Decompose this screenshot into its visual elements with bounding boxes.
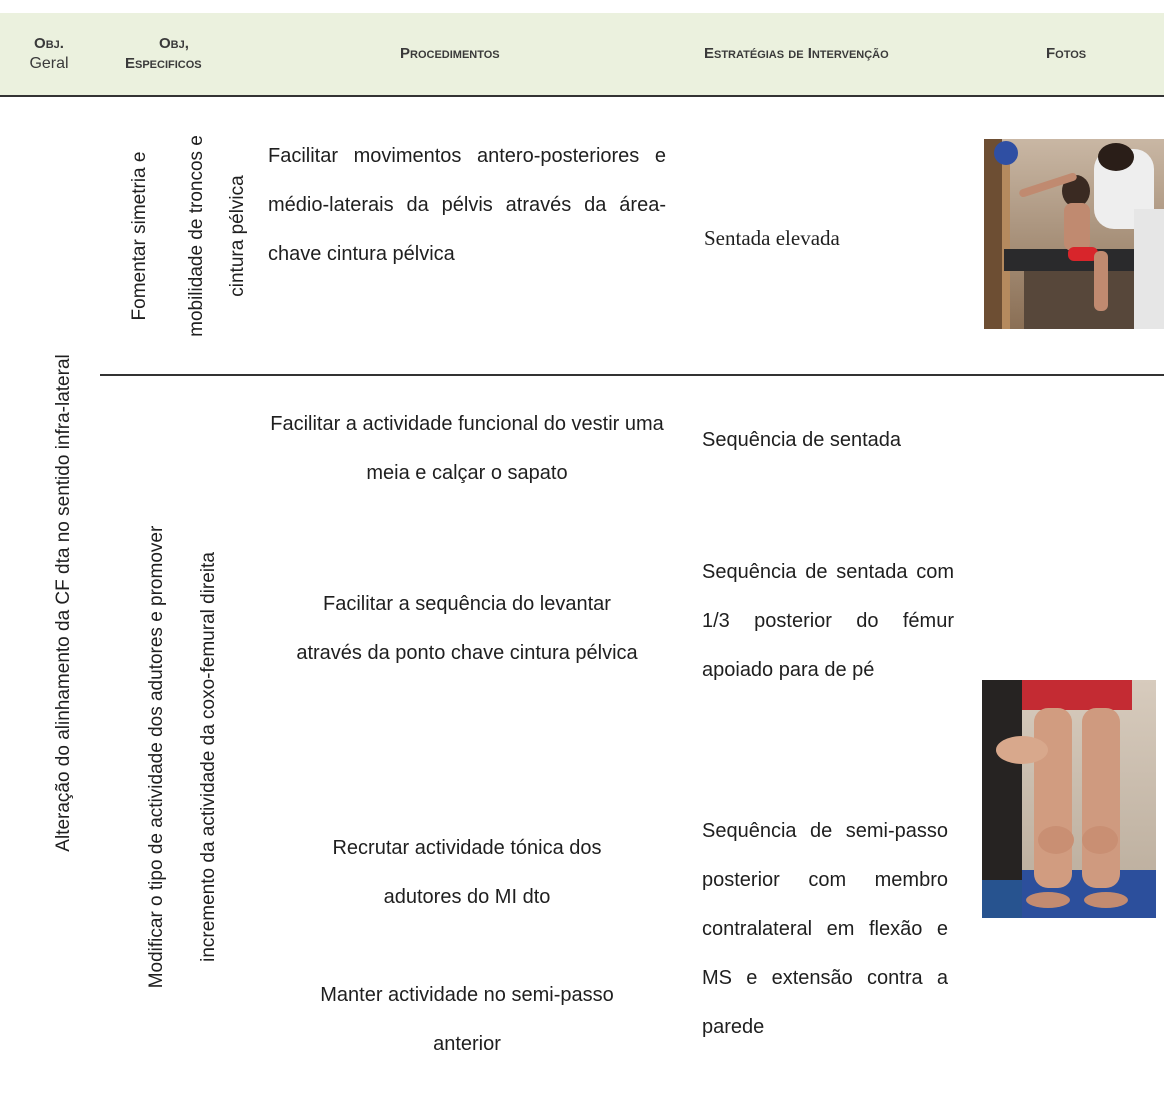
header-obj-geral: Obj. Geral — [14, 13, 84, 95]
header-obj-geral-label: Geral — [29, 55, 69, 72]
obj-geral-text: Alteração do alinhamento da CF dta no se… — [53, 354, 74, 852]
row2-procedimento-1: Facilitar a actividade funcional do vest… — [270, 413, 664, 484]
row2-estrategia-2: Sequência de sentada com 1/3 posterior d… — [702, 561, 954, 681]
row2-procedimento-3: Recrutar actividade tónica dos adutores … — [332, 837, 602, 908]
header-obj-espec-abbr: Obj, — [159, 35, 189, 52]
header-fotos: Fotos — [1046, 45, 1087, 62]
row1-procedimento: Facilitar movimentos antero-posteriores … — [268, 145, 666, 265]
row2-espec-line-2: incremento da actividade da coxo-femural… — [198, 552, 219, 962]
row2-estrategia-3: Sequência de semi-passo posterior com me… — [702, 820, 948, 1038]
row1-espec-line-1: Fomentar simetria e — [129, 151, 150, 321]
photo-sentada-elevada — [984, 139, 1164, 329]
row2-estrategia-1: Sequência de sentada — [702, 429, 902, 451]
row2-procedimento-4: Manter actividade no semi-passo anterior — [320, 984, 614, 1055]
header-obj-geral-abbr: Obj. — [34, 35, 64, 52]
table-header: Obj. Geral Obj, Especificos Procedimento… — [0, 13, 1164, 97]
header-procedimentos: Procedimentos — [400, 45, 500, 62]
row2-espec-line-1: Modificar o tipo de actividade dos aduto… — [146, 525, 167, 989]
row2-procedimento-2: Facilitar a sequência do levantar atravé… — [296, 593, 638, 664]
photo-semi-passo — [982, 680, 1156, 918]
header-obj-especificos: Obj, Especificos — [125, 13, 235, 95]
header-estrategias: Estratégias de Intervenção — [704, 45, 889, 62]
row-separator — [100, 374, 1164, 376]
row1-estrategia: Sentada elevada — [704, 226, 840, 250]
row1-espec-line-3: cintura pélvica — [227, 175, 248, 297]
header-obj-espec-label: Especificos — [125, 55, 202, 72]
